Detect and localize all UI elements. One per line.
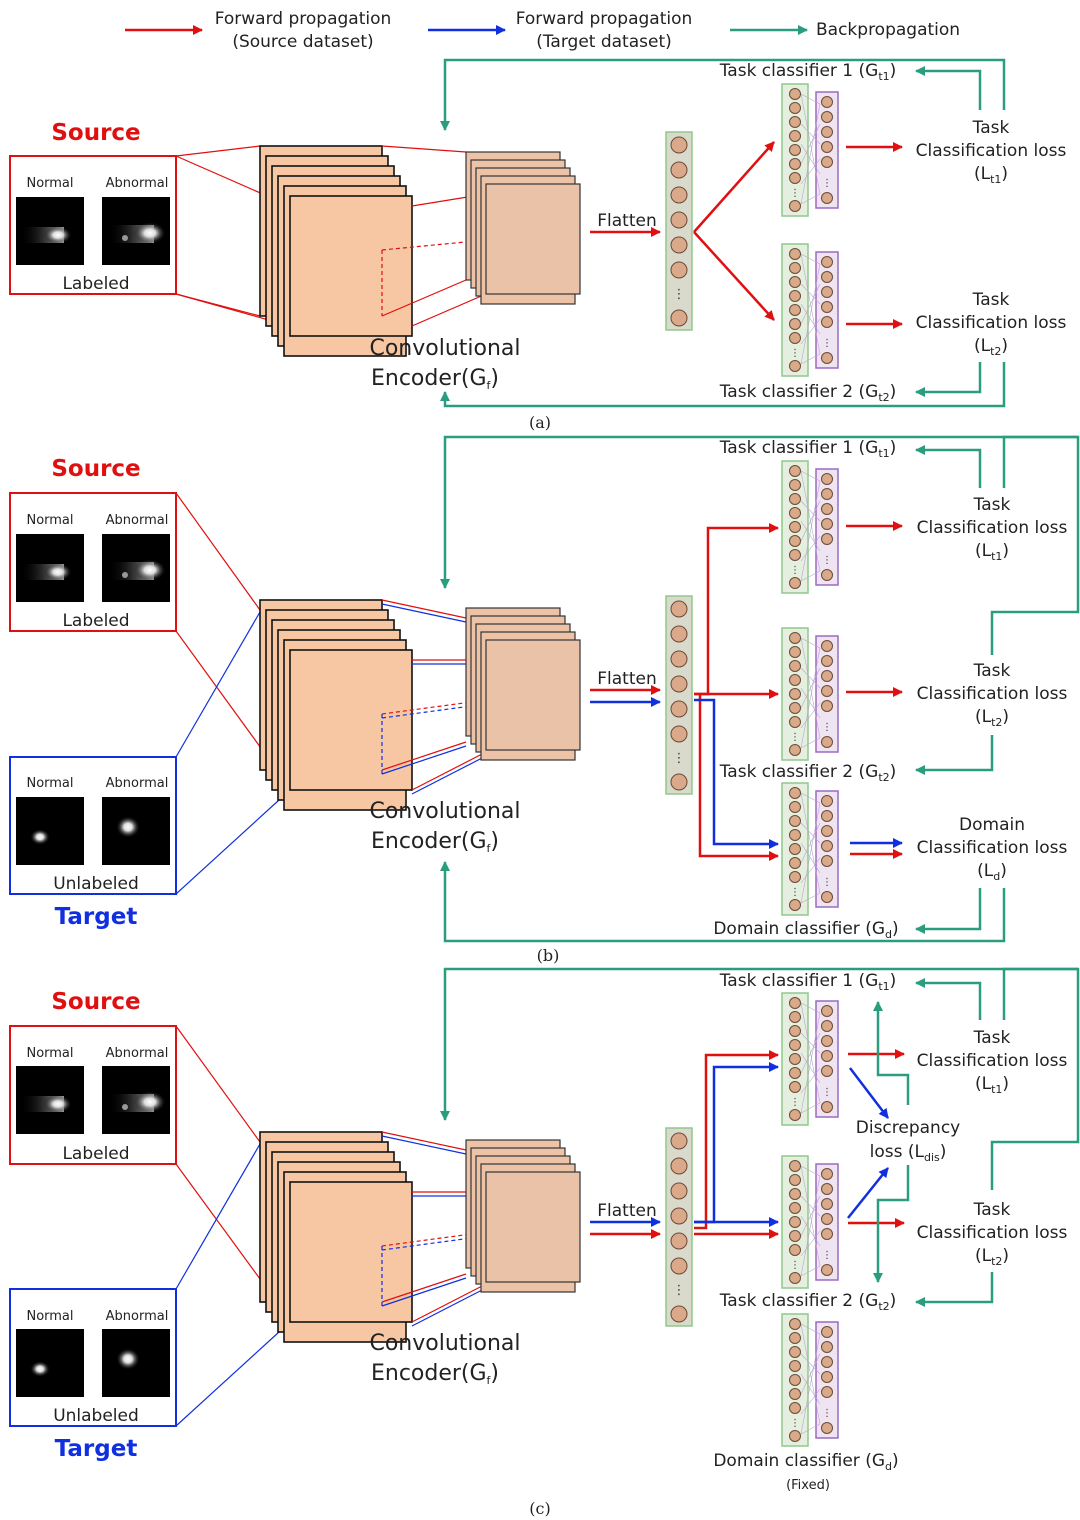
- source-label: Source: [51, 989, 140, 1015]
- labeled-label: Labeled: [62, 611, 129, 631]
- legend-forward-source: Forward propagation(Source dataset): [215, 9, 392, 52]
- flatten-vector: [665, 595, 693, 795]
- task-classifier-1-net: [781, 83, 839, 217]
- panel-c: Source Normal Abnormal Labeled Normal Ab…: [9, 967, 1080, 1518]
- task-classifier-2-label: Task classifier 2 (Gt2): [719, 1291, 897, 1313]
- abnormal-label: Abnormal: [106, 1046, 169, 1061]
- encoder-label-line2: Encoder(Gf): [371, 829, 499, 855]
- normal-label: Normal: [26, 1046, 73, 1061]
- encoder-label-line1: Convolutional: [369, 336, 520, 361]
- task-classifier-2-net: [781, 243, 839, 377]
- labeled-label: Labeled: [62, 1144, 129, 1164]
- task-loss-1-title: Task: [972, 118, 1010, 138]
- task-loss-1-label: Classification loss: [917, 518, 1068, 538]
- panel-c-caption: (c): [529, 1499, 550, 1518]
- task-classifier-2-label: Task classifier 2 (Gt2): [719, 382, 897, 404]
- convolutional-encoder-block-1: [259, 145, 413, 357]
- encoder-label-line1: Convolutional: [369, 1331, 520, 1356]
- unlabeled-label: Unlabeled: [53, 874, 139, 894]
- task-loss-2-title: Task: [972, 290, 1010, 310]
- task-classifier-2-net: [781, 1155, 839, 1289]
- legend-forward-target: Forward propagation(Target dataset): [516, 9, 693, 52]
- flatten-vector: [665, 131, 693, 331]
- flatten-label: Flatten: [597, 1201, 656, 1221]
- task-classifier-1-label: Task classifier 1 (Gt1): [719, 61, 897, 83]
- task-classifier-1-net: [781, 460, 839, 594]
- normal-label: Normal: [26, 513, 73, 528]
- task-loss-2-symbol: (Lt2): [975, 707, 1009, 729]
- task-loss-2-label: Classification loss: [917, 684, 1068, 704]
- target-label: Target: [55, 904, 138, 930]
- task-classifier-2-net: [781, 627, 839, 761]
- domain-classifier-net: [781, 1313, 839, 1447]
- task-loss-2-title: Task: [973, 1200, 1011, 1220]
- task-loss-1-title: Task: [973, 1028, 1011, 1048]
- domain-classifier-net: [781, 782, 839, 916]
- normal-label: Normal: [26, 1309, 73, 1324]
- abnormal-label: Abnormal: [106, 513, 169, 528]
- convolutional-encoder-block-1: [259, 1131, 413, 1343]
- panel-b: Source Normal Abnormal Labeled Normal Ab…: [9, 435, 1080, 965]
- task-classifier-1-label: Task classifier 1 (Gt1): [719, 438, 897, 460]
- target-label: Target: [55, 1436, 138, 1462]
- task-loss-1-symbol: (Lt1): [975, 1074, 1009, 1096]
- source-label: Source: [51, 456, 140, 482]
- abnormal-label: Abnormal: [106, 1309, 169, 1324]
- panel-b-caption: (b): [537, 946, 560, 965]
- panel-a: Source Normal Abnormal Labeled Convoluti…: [9, 58, 1067, 432]
- legend-backprop: Backpropagation: [816, 20, 960, 40]
- flatten-label: Flatten: [597, 211, 656, 231]
- convolutional-encoder-block-2: [465, 1139, 581, 1293]
- task-loss-1-symbol: (Lt1): [975, 541, 1009, 563]
- domain-classifier-fixed: (Fixed): [786, 1478, 830, 1493]
- task-loss-2-label: Classification loss: [917, 1223, 1068, 1243]
- discrepancy-loss-title: Discrepancy: [856, 1118, 960, 1138]
- task-classifier-1-label: Task classifier 1 (Gt1): [719, 971, 897, 993]
- convolutional-encoder-block-1: [259, 599, 413, 811]
- task-loss-1-label: Classification loss: [916, 141, 1067, 161]
- task-loss-2-label: Classification loss: [916, 313, 1067, 333]
- discrepancy-loss-symbol: loss (Ldis): [870, 1142, 947, 1164]
- normal-label: Normal: [26, 176, 73, 191]
- convolutional-encoder-block-2: [465, 607, 581, 761]
- panel-a-caption: (a): [529, 413, 551, 432]
- task-loss-2-symbol: (Lt2): [975, 1246, 1009, 1268]
- task-loss-2-symbol: (Lt2): [974, 336, 1008, 358]
- domain-classifier-label: Domain classifier (Gd): [713, 919, 898, 941]
- flatten-vector: [665, 1127, 693, 1327]
- source-label: Source: [51, 120, 140, 146]
- normal-label: Normal: [26, 776, 73, 791]
- domain-loss-title: Domain: [959, 815, 1025, 835]
- domain-loss-label: Classification loss: [917, 838, 1068, 858]
- encoder-label-line1: Convolutional: [369, 799, 520, 824]
- task-classifier-1-net: [781, 992, 839, 1126]
- unlabeled-label: Unlabeled: [53, 1406, 139, 1426]
- task-loss-2-title: Task: [973, 661, 1011, 681]
- encoder-label-line2: Encoder(Gf): [371, 366, 499, 392]
- task-loss-1-symbol: (Lt1): [974, 164, 1008, 186]
- domain-loss-symbol: (Ld): [977, 861, 1007, 883]
- abnormal-label: Abnormal: [106, 176, 169, 191]
- labeled-label: Labeled: [62, 274, 129, 294]
- legend: Forward propagation(Source dataset) Forw…: [125, 9, 960, 52]
- encoder-label-line2: Encoder(Gf): [371, 1361, 499, 1387]
- flatten-label: Flatten: [597, 669, 656, 689]
- abnormal-label: Abnormal: [106, 776, 169, 791]
- task-loss-1-label: Classification loss: [917, 1051, 1068, 1071]
- domain-classifier-label: Domain classifier (Gd): [713, 1451, 898, 1473]
- task-loss-1-title: Task: [973, 495, 1011, 515]
- task-classifier-2-label: Task classifier 2 (Gt2): [719, 762, 897, 784]
- convolutional-encoder-block-2: [465, 151, 581, 305]
